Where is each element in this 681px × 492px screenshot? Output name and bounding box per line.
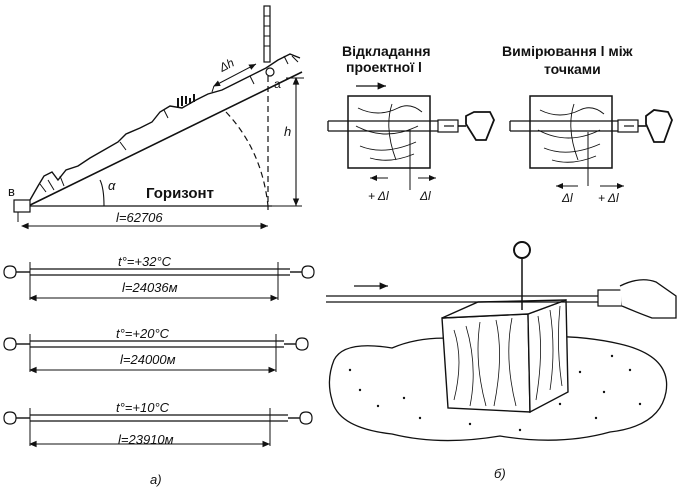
right-title-line1: Вимірювання l між [502, 43, 634, 59]
tape-1 [3, 262, 315, 302]
ground-patch [328, 335, 668, 442]
tape-3 [3, 408, 313, 448]
label-point-a: а [274, 77, 281, 91]
left-stake-dl: Δl [419, 189, 431, 203]
arc-dashed [225, 111, 269, 207]
label-h: h [284, 124, 291, 139]
caption-a: а) [150, 472, 162, 487]
tape-2 [3, 334, 309, 374]
left-title-line1: Відкладання [342, 43, 431, 59]
label-delta-h: Δh [216, 55, 237, 75]
tape-1-length: l=24036м [122, 280, 178, 295]
tape-2-length: l=24000м [120, 352, 176, 367]
tape-3-temp: t°=+10°C [116, 400, 170, 415]
caption-b: б) [494, 466, 506, 481]
stake-left [327, 82, 495, 190]
label-slope-length: l=62706 [116, 210, 163, 225]
label-horizon: Горизонт [146, 185, 214, 202]
tape-1-temp: t°=+32°C [118, 254, 172, 269]
left-title-line2: проектної l [346, 59, 422, 75]
tape-2-temp: t°=+20°C [116, 326, 170, 341]
tape-inclined [19, 71, 303, 211]
stake-3d [326, 241, 677, 442]
label-alpha: α [108, 178, 116, 193]
slope-diagram [13, 5, 304, 230]
right-title-line2: точками [544, 61, 601, 77]
terrain-profile [29, 53, 301, 201]
right-stake-dl: Δl [561, 191, 573, 205]
tape-3-length: l=23910м [118, 432, 174, 447]
stake-right [509, 95, 673, 189]
leveling-staff [263, 5, 271, 63]
shrubs [177, 94, 195, 108]
label-point-b: в [8, 184, 15, 199]
left-stake-plus-dl: + Δl [368, 189, 389, 203]
right-stake-plus-dl: + Δl [598, 191, 619, 205]
